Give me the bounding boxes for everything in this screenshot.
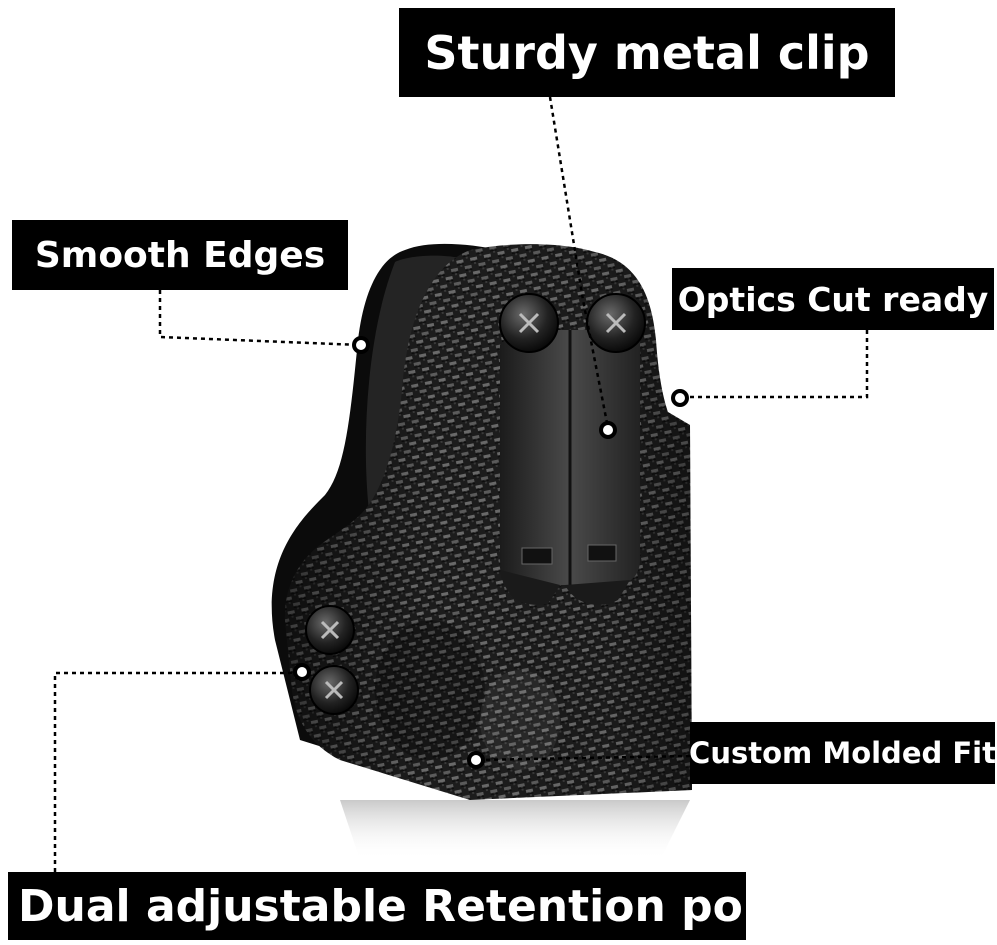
callout-optics-cut-ready: Optics Cut ready — [672, 268, 994, 330]
retention-screw-upper — [305, 605, 355, 655]
clip-screw-left — [499, 293, 559, 353]
leader-line-clip — [548, 96, 610, 429]
callout-custom-molded-fit: Custom Molded Fit — [690, 722, 995, 784]
marker-dot-retention — [293, 663, 311, 681]
callout-dual-adjustable-retention: Dual adjustable Retention point — [8, 872, 746, 940]
clip-screw-right — [586, 293, 646, 353]
marker-dot-clip — [599, 421, 617, 439]
marker-dot-optics — [671, 389, 689, 407]
marker-dot-edges — [352, 336, 370, 354]
callout-smooth-edges: Smooth Edges — [12, 220, 348, 290]
marker-dot-fit — [467, 751, 485, 769]
leader-line-optics — [680, 330, 869, 399]
callout-sturdy-metal-clip: Sturdy metal clip — [399, 8, 895, 97]
leader-line-fit — [475, 754, 691, 762]
leader-line-edges — [158, 290, 361, 347]
retention-screw-lower — [309, 665, 359, 715]
leader-line-retention — [53, 671, 300, 872]
